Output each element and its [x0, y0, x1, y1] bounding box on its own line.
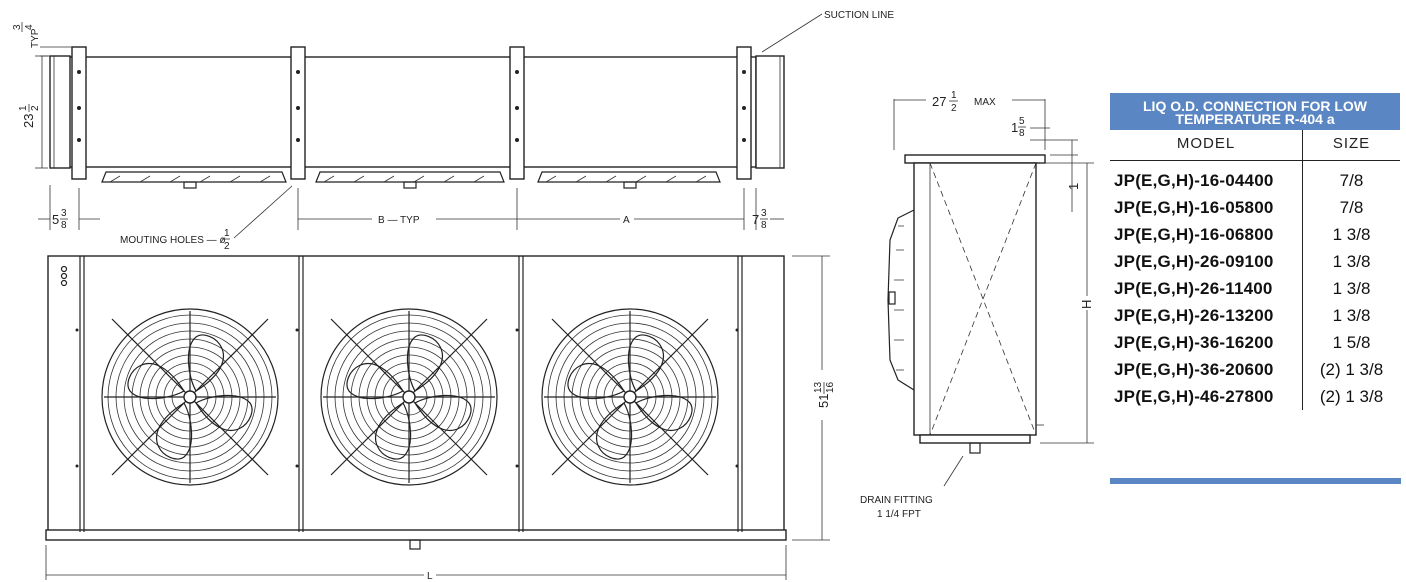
model-cell: JP(E,G,H)-46-27800 — [1110, 383, 1303, 410]
model-cell: JP(E,G,H)-16-04400 — [1110, 160, 1303, 194]
size-cell: 7/8 — [1339, 197, 1364, 217]
dim-front-51-whole: 51 — [816, 394, 831, 408]
dim-right-7-whole: 7 — [752, 212, 759, 227]
dim-side-27-den: 2 — [951, 103, 957, 114]
mounting-holes-label: MOUTING HOLES — ø — [120, 235, 226, 246]
dim-height-23-whole: 23 — [21, 114, 36, 128]
table-row: JP(E,G,H)-16-04400 7/8 — [1110, 160, 1400, 194]
size-cell: 1 3/8 — [1332, 305, 1371, 325]
dim-typ-label: TYP — [30, 28, 41, 48]
table-row: JP(E,G,H)-26-13200 1 3/8 — [1110, 302, 1400, 329]
fan-guard-top-2 — [315, 171, 505, 189]
dim-top-3-4-num: 3 — [12, 24, 23, 30]
size-cell: 7/8 — [1339, 170, 1364, 190]
dim-side-1-num: 5 — [1019, 116, 1025, 127]
table-title-line-2: TEMPERATURE R-404 a — [1175, 110, 1335, 127]
liquid-connection-table: LIQ O.D. CONNECTION FOR LOW TEMPERATURE … — [1110, 93, 1400, 410]
model-cell: JP(E,G,H)-36-16200 — [1110, 329, 1303, 356]
model-cell: JP(E,G,H)-16-06800 — [1110, 221, 1303, 248]
dim-a: A — [623, 215, 630, 226]
table-row: JP(E,G,H)-16-05800 7/8 — [1110, 194, 1400, 221]
dim-side-one: 1 — [1066, 183, 1081, 190]
top-view-dimensions: 3 4 TYP 23 1 2 5 3 8 B — TYP A — [12, 22, 784, 252]
size-cell: 1 3/8 — [1332, 278, 1371, 298]
size-cell: (2) 1 3/8 — [1319, 386, 1384, 406]
dim-height-23-den: 2 — [30, 105, 41, 111]
unit-cooler-drawing: SUCTION LINE 3 4 TYP 23 1 2 5 3 8 — [12, 10, 1094, 582]
dim-side-1-whole: 1 — [1011, 120, 1018, 135]
dim-right-7-den: 8 — [761, 220, 767, 231]
dim-front-51-num: 13 — [813, 381, 824, 393]
front-view-dimensions: 51 13 16 L — [45, 255, 836, 582]
dim-left-5-den: 8 — [61, 220, 67, 231]
dim-top-3-4-den: 4 — [24, 24, 35, 30]
model-cell: JP(E,G,H)-26-13200 — [1110, 302, 1303, 329]
dim-h: H — [1079, 300, 1094, 309]
table-row: JP(E,G,H)-46-27800 (2) 1 3/8 — [1110, 383, 1400, 410]
fan-2 — [320, 308, 498, 486]
fan-guard-top-3 — [537, 171, 721, 189]
model-cell: JP(E,G,H)-26-09100 — [1110, 248, 1303, 275]
header-size: SIZE — [1302, 130, 1400, 161]
table-bottom-bar — [1110, 478, 1401, 484]
dim-l: L — [427, 571, 433, 582]
side-view: DRAIN FITTING 1 1/4 FPT — [860, 154, 1046, 520]
dim-left-5-whole: 5 — [52, 212, 59, 227]
table-row: JP(E,G,H)-36-16200 1 5/8 — [1110, 329, 1400, 356]
size-cell: 1 3/8 — [1332, 224, 1371, 244]
dim-front-51-den: 16 — [825, 381, 836, 393]
table-title: LIQ O.D. CONNECTION FOR LOW TEMPERATURE … — [1110, 93, 1400, 130]
model-cell: JP(E,G,H)-16-05800 — [1110, 194, 1303, 221]
table-row: JP(E,G,H)-16-06800 1 3/8 — [1110, 221, 1400, 248]
dim-b-typ: B — TYP — [378, 215, 420, 226]
drain-fitting-label: DRAIN FITTING — [860, 495, 933, 506]
size-cell: 1 3/8 — [1332, 251, 1371, 271]
table-row: JP(E,G,H)-36-20600 (2) 1 3/8 — [1110, 356, 1400, 383]
model-cell: JP(E,G,H)-36-20600 — [1110, 356, 1303, 383]
mounting-holes-num: 1 — [224, 228, 230, 239]
side-view-dimensions: 27 1 2 MAX 1 5 8 1 H — [893, 90, 1094, 444]
fan-3 — [541, 308, 719, 486]
dim-right-7-num: 3 — [761, 208, 767, 219]
size-cell: (2) 1 3/8 — [1319, 359, 1384, 379]
top-view: SUCTION LINE — [49, 10, 894, 189]
table-title-line-1: LIQ O.D. CONNECTION FOR LOW — [1143, 97, 1367, 114]
drain-fitting-size: 1 1/4 FPT — [877, 509, 921, 520]
model-cell: JP(E,G,H)-26-11400 — [1110, 275, 1303, 302]
table-row: JP(E,G,H)-26-09100 1 3/8 — [1110, 248, 1400, 275]
dim-height-23-num: 1 — [18, 105, 29, 111]
header-model: MODEL — [1110, 130, 1303, 161]
fan-guard-top-1 — [101, 171, 287, 189]
dim-max-label: MAX — [974, 97, 996, 108]
suction-line-label: SUCTION LINE — [824, 10, 894, 21]
table-row: JP(E,G,H)-26-11400 1 3/8 — [1110, 275, 1400, 302]
dim-side-27-whole: 27 — [932, 94, 946, 109]
size-cell: 1 5/8 — [1332, 332, 1371, 352]
dim-left-5-num: 3 — [61, 208, 67, 219]
fan-1 — [101, 308, 279, 486]
front-view — [45, 255, 787, 550]
dim-side-27-num: 1 — [951, 90, 957, 101]
dim-side-1-den: 8 — [1019, 128, 1025, 139]
mounting-holes-den: 2 — [224, 241, 230, 252]
